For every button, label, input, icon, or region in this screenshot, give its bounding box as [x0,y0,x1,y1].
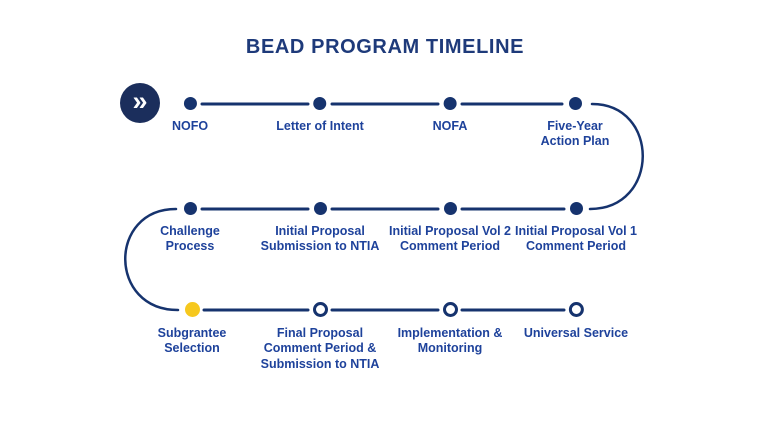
milestone-label: Letter of Intent [276,119,364,133]
milestone-label: Universal Service [523,326,629,340]
milestone-dot [569,202,583,215]
milestone-nofo: NOFO [172,97,208,134]
milestone-label: Initial Proposal Vol 1 Comment Period [514,224,637,254]
milestone-label: Initial Proposal Vol 2 Comment Period [388,224,511,254]
milestone-dot [183,97,197,110]
milestone-dot [442,302,458,317]
page-title: BEAD PROGRAM TIMELINE [245,36,525,58]
milestone-subgrantee-selection: Subgrantee Selection [149,302,235,357]
milestone-label: Final Proposal Comment Period & Submissi… [260,326,380,371]
milestone-label: Subgrantee Selection [157,326,227,356]
milestone-label: Five-Year Action Plan [540,119,610,149]
milestone-label: Challenge Process [160,224,220,254]
milestone-dot [183,202,197,215]
milestone-dot [313,97,327,110]
milestone-dot [312,302,328,317]
milestone-label: NOFO [171,119,209,133]
milestone-label: NOFA [432,119,468,133]
milestone-letter-of-intent: Letter of Intent [276,97,364,134]
milestone-dot [443,202,457,215]
milestone-initial-proposal-vol1: Initial Proposal Vol 1 Comment Period [506,202,646,255]
milestone-initial-proposal-vol2: Initial Proposal Vol 2 Comment Period [380,202,520,255]
milestone-dot [568,302,584,317]
milestone-implementation-monitoring: Implementation & Monitoring [396,302,504,357]
milestone-dot [568,97,582,110]
milestone-nofa: NOFA [432,97,468,134]
start-icon: » [120,83,160,123]
milestone-dot [443,97,457,110]
milestone-initial-proposal-submission: Initial Proposal Submission to NTIA [250,202,390,255]
milestone-five-year-action-plan: Five-Year Action Plan [533,97,617,150]
milestone-final-proposal: Final Proposal Comment Period & Submissi… [255,302,385,372]
milestone-label: Initial Proposal Submission to NTIA [260,224,380,254]
milestone-challenge-process: Challenge Process [150,202,230,255]
milestone-label: Implementation & Monitoring [397,326,503,356]
milestone-universal-service: Universal Service [523,302,629,341]
double-chevron-icon: » [132,85,148,116]
milestone-dot [313,202,327,215]
milestone-dot-current [184,302,200,317]
